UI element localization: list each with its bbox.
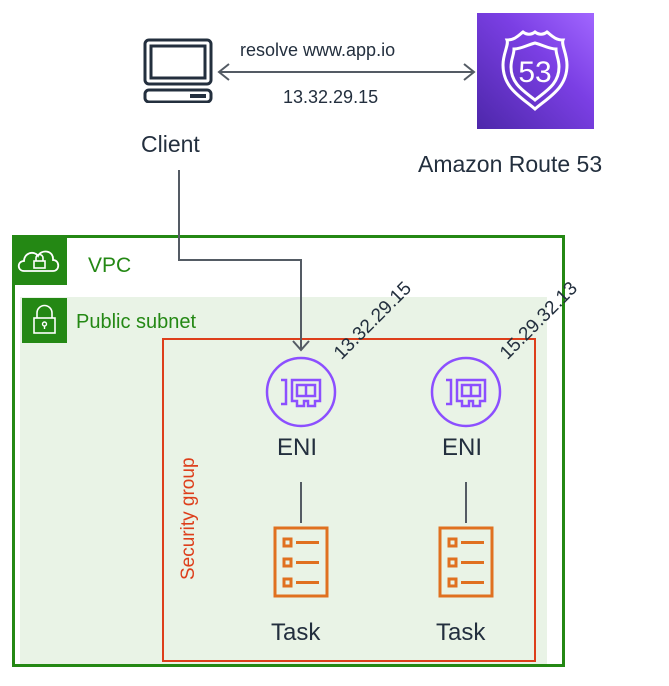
subnet-icon-badge [22,298,67,343]
network-interface-icon [430,356,502,428]
eni-node-2[interactable] [429,355,503,434]
route53-badge-text: 53 [518,56,551,89]
client-to-eni-arrow [178,170,310,352]
vpc-label: VPC [88,254,132,277]
task-node-2[interactable] [437,525,495,604]
client-label: Client [141,131,200,157]
task-label-2: Task [436,619,486,646]
route53-label: Amazon Route 53 [418,151,603,177]
eni-label-2: ENI [442,434,483,461]
vpc-cloud-lock-icon [17,250,60,272]
task-list-icon [438,526,494,598]
eni-label-1: ENI [277,434,318,461]
eni-node-1[interactable] [264,355,338,434]
task-label-1: Task [271,619,321,646]
dns-response-label: 13.32.29.15 [283,87,379,107]
task-list-icon [273,526,329,598]
route53-shield-icon: 53 [501,30,569,111]
vpc-boundary [12,235,565,667]
padlock-icon [33,304,56,334]
desktop-client-icon [143,38,213,104]
route53-node[interactable]: 53 [477,13,594,129]
client-node[interactable] [140,37,216,108]
dns-arrow [217,63,476,81]
vpc-icon-badge [12,235,67,285]
subnet-label: Public subnet [76,311,197,333]
security-group-boundary [162,338,536,662]
network-interface-icon [265,356,337,428]
dns-request-label: resolve www.app.io [240,40,396,60]
task-node-1[interactable] [272,525,330,604]
